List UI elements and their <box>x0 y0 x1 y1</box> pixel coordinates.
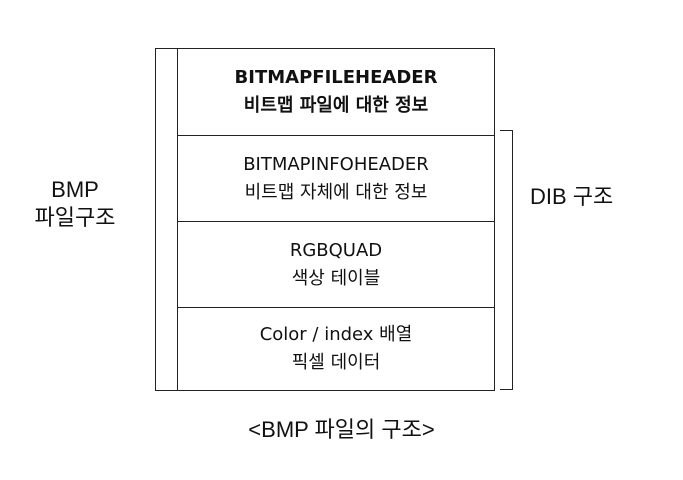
diagram-caption: <BMP 파일의 구조> <box>248 417 435 442</box>
section-bitmapinfoheader: BITMAPINFOHEADER 비트맵 자체에 대한 정보 <box>178 135 494 221</box>
bmp-structure-diagram: BITMAPFILEHEADER 비트맵 파일에 대한 정보 BITMAPINF… <box>155 48 495 391</box>
section-description: 픽셀 데이터 <box>291 352 381 373</box>
left-strip <box>156 49 178 390</box>
bmp-file-structure-label: BMP 파일구조 <box>20 176 130 232</box>
section-description: 비트맵 파일에 대한 정보 <box>243 95 429 116</box>
dib-structure-label: DIB 구조 <box>530 184 614 209</box>
dib-bracket <box>500 130 513 390</box>
section-rgbquad: RGBQUAD 색상 테이블 <box>178 221 494 307</box>
section-title: BITMAPINFOHEADER <box>243 153 429 175</box>
section-title: Color / index 배열 <box>259 324 413 345</box>
section-title: RGBQUAD <box>289 239 383 261</box>
section-description: 색상 테이블 <box>291 267 381 289</box>
section-description: 비트맵 자체에 대한 정보 <box>244 181 428 203</box>
section-pixel-data: Color / index 배열 픽셀 데이터 <box>178 307 494 390</box>
bmp-label-line1: BMP <box>51 177 99 202</box>
section-bitmapfileheader: BITMAPFILEHEADER 비트맵 파일에 대한 정보 <box>178 49 494 135</box>
bmp-label-line2: 파일구조 <box>34 205 116 230</box>
section-title: BITMAPFILEHEADER <box>234 67 438 88</box>
